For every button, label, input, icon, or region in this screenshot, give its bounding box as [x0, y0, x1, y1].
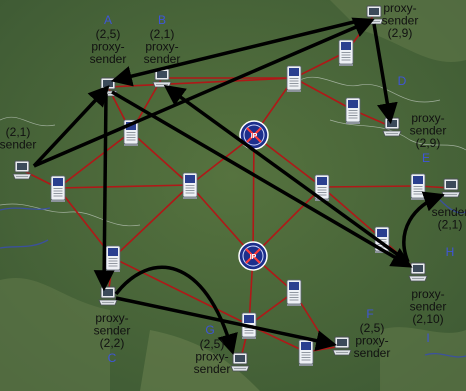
label-s: (2,1)sender [0, 125, 36, 152]
server-s5 [286, 65, 302, 92]
arrow-i-to-b [163, 84, 410, 264]
node-letter-e: E [422, 151, 430, 165]
label-h-line: (2,1) [438, 218, 463, 232]
label-i: proxy-sender(2,10) I [410, 287, 447, 345]
label-d-line: proxy- [383, 1, 416, 15]
router-r1: IP [239, 120, 269, 150]
label-c: proxy-sender(2,2)C [94, 311, 131, 365]
server-s8 [314, 174, 330, 201]
label-i-line: (2,10) [412, 312, 443, 326]
workstation-f [332, 336, 352, 356]
label-e-line: proxy- [411, 111, 444, 125]
label-d: proxy-sender(2,9) D [382, 1, 419, 88]
label-e-line: sender [410, 124, 447, 138]
label-g-line: proxy- [195, 350, 228, 364]
server-s9 [410, 173, 426, 200]
node-labels: (2,5)proxy-senderA(2,1)proxy-senderBprox… [0, 1, 466, 376]
arrow-sender-to-d [33, 17, 375, 168]
label-b: (2,1)proxy-sender B [144, 13, 181, 66]
node-letter-f: F [366, 307, 373, 321]
workstation-sender [12, 160, 32, 180]
label-a-line: (2,5) [96, 27, 121, 41]
label-e: proxy-sender(2,9)E [410, 111, 447, 165]
label-a-line: proxy- [91, 40, 124, 54]
label-f-line: sender [354, 346, 391, 360]
label-b-line: (2,1) [150, 27, 175, 41]
label-g-line: (2,5) [200, 337, 225, 351]
label-e-line: (2,9) [416, 136, 441, 150]
label-a-line: sender [90, 52, 127, 66]
server-s11 [286, 279, 302, 306]
label-i-line: proxy- [411, 287, 444, 301]
node-letter-c: C [108, 351, 117, 365]
server-s13 [298, 339, 314, 366]
server-s4 [105, 245, 121, 272]
label-h: sender(2,1) H [432, 205, 466, 259]
label-i-line: sender [410, 300, 447, 314]
label-g: (2,5)proxy-sender G [194, 323, 231, 376]
node-letter-b: B [158, 13, 166, 27]
workstation-b [152, 68, 172, 88]
arrow-a-to-i [111, 90, 413, 268]
arrow-sender-to-a [32, 85, 110, 168]
arrow-a-to-c [93, 93, 115, 292]
label-c-line: sender [94, 324, 131, 338]
label-f-line: proxy- [355, 334, 388, 348]
router-r2: IP [238, 241, 268, 271]
workstation-i [408, 262, 428, 282]
label-b-line: proxy- [145, 40, 178, 54]
label-a: (2,5)proxy-sender A [90, 13, 127, 66]
workstation-h [441, 178, 461, 198]
label-b-line: sender [144, 52, 181, 66]
arrow-i-to-h [402, 191, 445, 263]
server-s7 [345, 97, 361, 124]
label-s-line: (2,1) [6, 125, 31, 139]
arrow-d-to-e [372, 23, 398, 125]
svg-text:IP: IP [250, 254, 257, 261]
borders [0, 76, 466, 227]
label-f-line: (2,5) [360, 321, 385, 335]
node-letter-i: I [426, 331, 429, 345]
workstation-c [98, 286, 118, 306]
node-letter-a: A [104, 13, 112, 27]
label-d-line: (2,9) [388, 26, 413, 40]
server-s3 [182, 172, 198, 199]
workstation-g [230, 352, 250, 372]
server-s1 [50, 175, 66, 202]
label-c-line: (2,2) [100, 336, 125, 350]
label-d-line: sender [382, 14, 419, 28]
label-c-line: proxy- [95, 311, 128, 325]
server-s6 [338, 39, 354, 66]
label-f: (2,5)proxy-sender F [354, 307, 391, 360]
label-g-line: sender [194, 362, 231, 376]
arrow-c-to-f [115, 296, 338, 351]
svg-text:IP: IP [251, 133, 258, 140]
label-s-line: sender [0, 138, 36, 152]
traffic-arrows [32, 17, 445, 356]
arrow-d-to-a [110, 18, 363, 87]
node-letter-g: G [205, 323, 214, 337]
node-letter-h: H [446, 245, 455, 259]
node-letter-d: D [398, 74, 407, 88]
label-h-line: sender [432, 205, 466, 219]
workstation-e [382, 117, 402, 137]
